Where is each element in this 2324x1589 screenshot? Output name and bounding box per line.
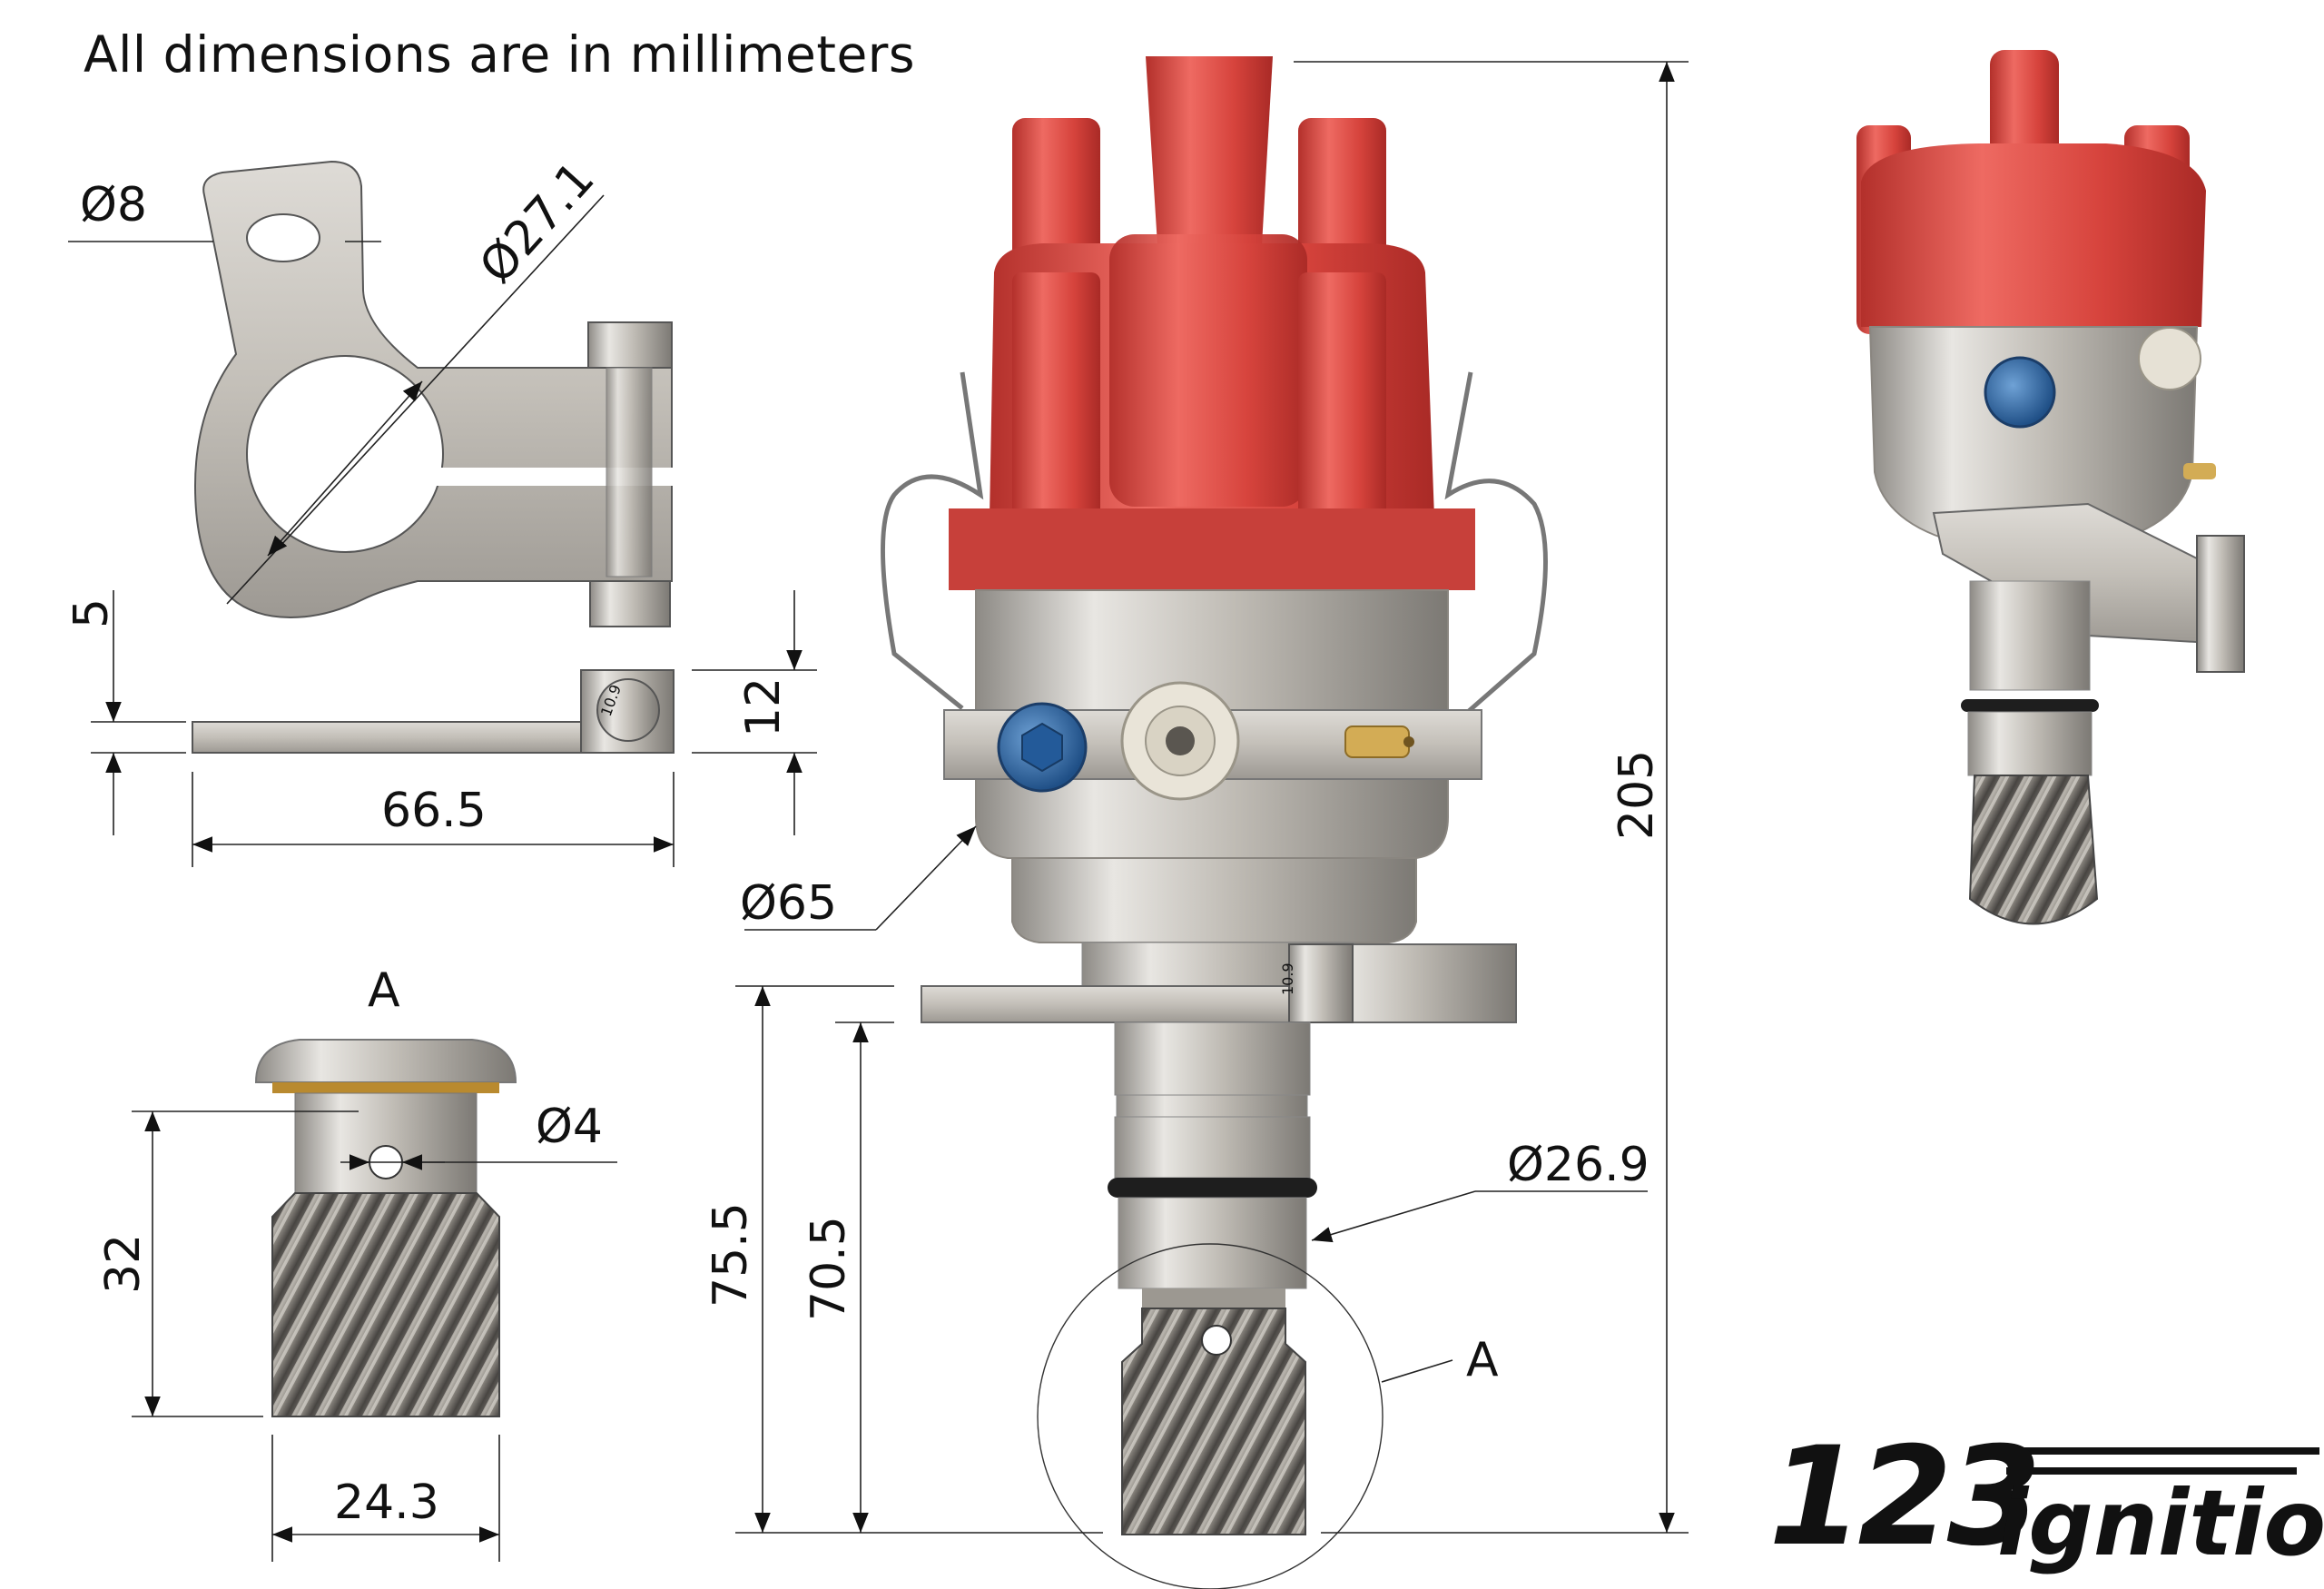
- spring-clip-right: [1444, 371, 1548, 719]
- mounted-clamp-bolt-head: [1288, 943, 1354, 1023]
- spring-clip-left: [881, 371, 984, 710]
- clamp-side-bolt-head: [596, 678, 660, 742]
- logo-word: ignition: [1997, 1470, 2324, 1576]
- page-title: All dimensions are in millimeters: [84, 25, 916, 84]
- gear-detail-view: [254, 1039, 517, 1417]
- housing-lower: [1011, 857, 1417, 943]
- iso-shaft-lower: [1967, 711, 2093, 776]
- detail-label-main: A: [1466, 1333, 1499, 1387]
- iso-blue-bolt: [1984, 356, 2056, 429]
- clamp-bore: [246, 355, 444, 553]
- iso-shaft: [1969, 580, 2091, 691]
- clamp-nut: [589, 580, 671, 627]
- clamp-bolt-head: [587, 321, 673, 369]
- clamp-side-view: 10.9: [192, 669, 675, 754]
- logo-number: 123: [1768, 1418, 2036, 1576]
- shaft-o-ring: [1108, 1178, 1317, 1198]
- dim-shaft-len-inner: 70.5: [802, 1216, 856, 1321]
- shaft-lower: [1118, 1197, 1307, 1289]
- dim-body-dia: Ø65: [740, 876, 837, 931]
- iso-gear: [1968, 775, 2099, 925]
- main-gear-teeth: [1121, 1308, 1306, 1535]
- iso-cap-body: [1861, 143, 2206, 327]
- clamp-top-view: [193, 160, 674, 627]
- detail-label-top: A: [368, 963, 400, 1018]
- gear-teeth: [271, 1192, 500, 1417]
- distributor-front-view: 10.9: [881, 56, 1548, 1535]
- gear-washer: [272, 1082, 499, 1093]
- shaft-neck: [1142, 1288, 1285, 1308]
- iso-cable-gland: [2138, 327, 2201, 390]
- clamp-bolt-shaft: [606, 367, 653, 577]
- dim-overall-height: 205: [1610, 750, 1664, 840]
- shaft-upper: [1114, 1022, 1311, 1096]
- dim-clamp-dia: Ø27.1: [469, 152, 605, 294]
- dim-pin-hole-dia: Ø4: [536, 1100, 603, 1154]
- cable-gland-hole: [1166, 726, 1195, 755]
- clamp-slot-hole: [246, 213, 320, 262]
- cap-tower-left-front: [1012, 272, 1100, 545]
- iso-brass-terminal: [2183, 463, 2216, 479]
- dim-clamp-height: 12: [736, 677, 791, 737]
- brass-terminal-hole: [1403, 736, 1414, 747]
- shaft-middle: [1114, 1116, 1311, 1179]
- dim-shaft-dia: Ø26.9: [1507, 1138, 1649, 1192]
- dim-gear-height: 32: [96, 1234, 151, 1294]
- brass-terminal: [1344, 725, 1410, 758]
- detail-circle: [1037, 1243, 1384, 1589]
- iso-o-ring: [1961, 699, 2099, 712]
- cap-tower-right-front: [1298, 272, 1386, 545]
- brand-logo: 123 ignition: [1768, 1418, 2324, 1576]
- dim-clamp-length: 66.5: [381, 784, 487, 838]
- dim-gear-dia: 24.3: [334, 1476, 439, 1530]
- bolt-marking-main: 10.9: [1279, 962, 1296, 995]
- dim-slot-dia: Ø8: [80, 178, 147, 232]
- gear-cap: [254, 1039, 517, 1083]
- cap-skirt: [949, 508, 1475, 590]
- iso-clamp-bolt: [2196, 535, 2245, 673]
- distributor-iso-view: [1856, 50, 2245, 925]
- shaft-collar: [1116, 1094, 1308, 1118]
- main-gear-pin-hole: [1201, 1325, 1232, 1356]
- cap-center-tower: [1146, 56, 1273, 245]
- dim-shaft-len-outer: 75.5: [704, 1202, 758, 1308]
- blue-bolt-hex-socket: [1021, 722, 1063, 773]
- cap-center-neck: [1109, 234, 1307, 507]
- dim-plate-thickness: 5: [64, 598, 119, 628]
